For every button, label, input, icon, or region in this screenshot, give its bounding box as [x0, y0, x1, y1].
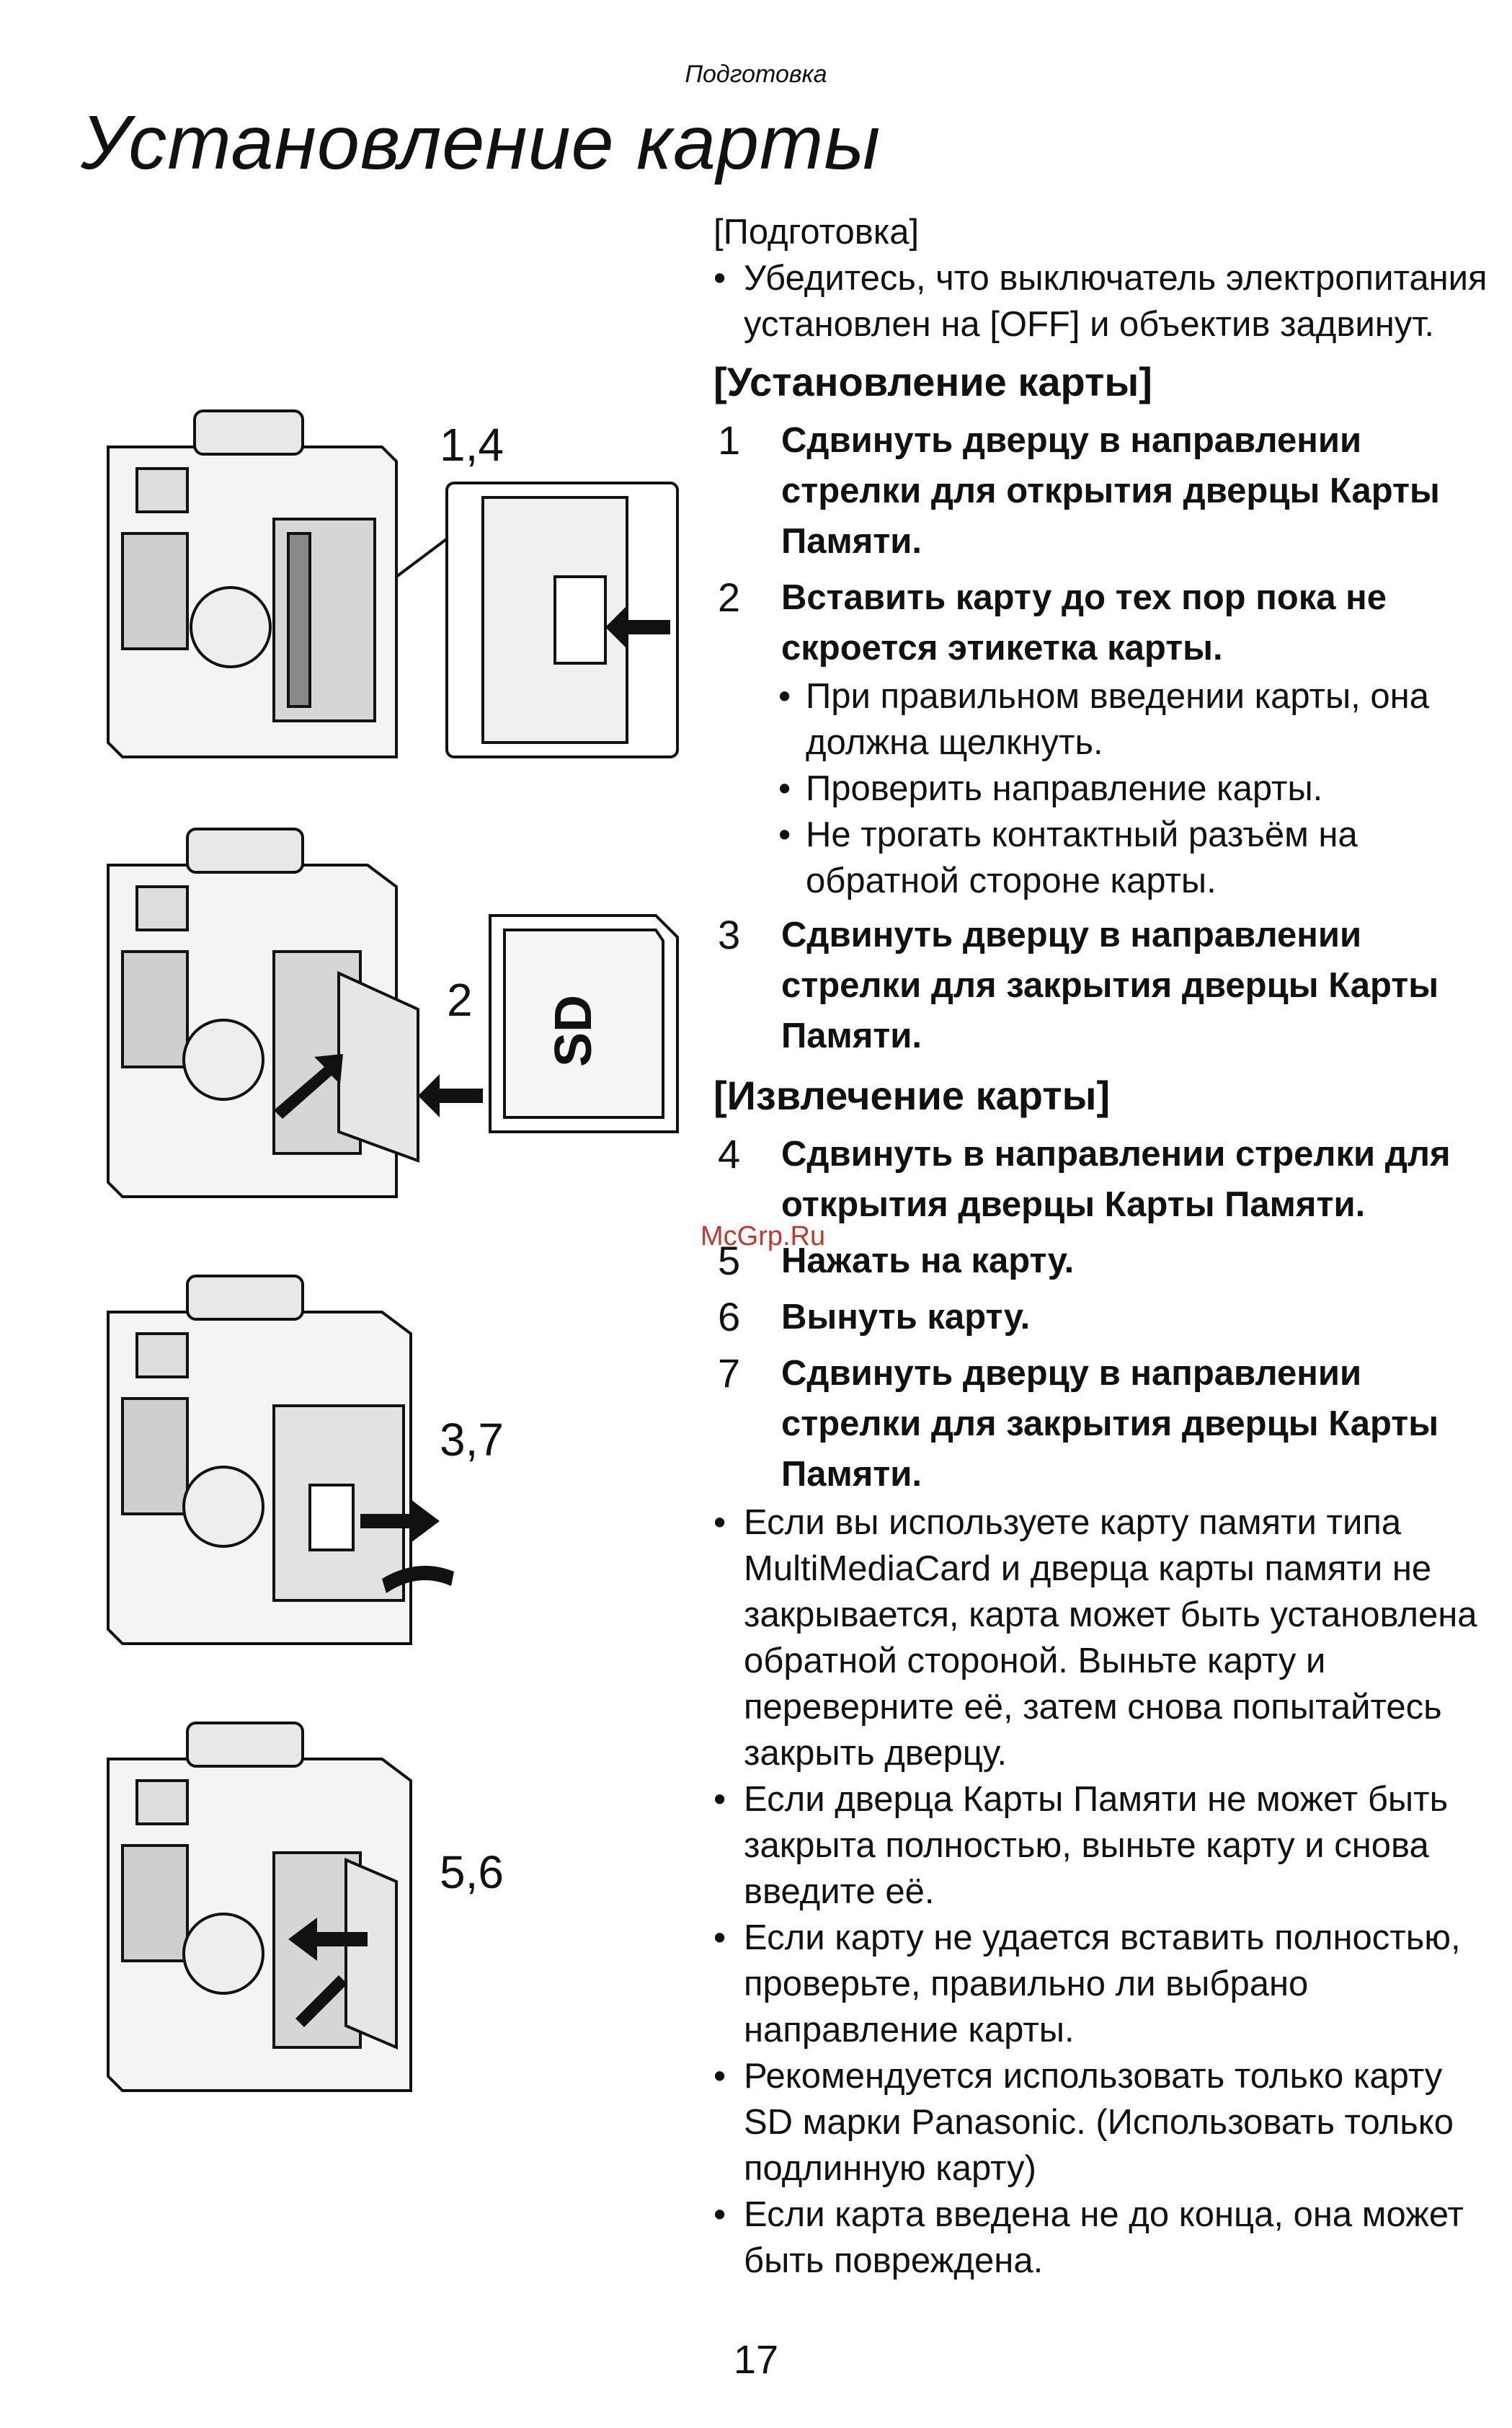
- step-number: 2: [718, 575, 741, 620]
- step-number: 6: [718, 1294, 741, 1339]
- camera-close-door-illustration: [107, 1275, 454, 1645]
- step-text: Нажать на карту.: [781, 1241, 1075, 1280]
- step-number: 1: [718, 417, 741, 463]
- step-note: При правильном введении карты, она должн…: [713, 673, 1492, 766]
- step-note: Не трогать контактный разъём на обратной…: [713, 812, 1492, 904]
- running-header: Подготовка: [685, 61, 827, 88]
- remove-heading: [Извлечение карты]: [713, 1073, 1111, 1118]
- step-number: 3: [718, 912, 741, 957]
- remove-step: 5 Нажать на карту.: [713, 1236, 1492, 1286]
- step-number: 7: [718, 1350, 741, 1396]
- step-text: Вставить карту до тех пор пока не скроет…: [781, 578, 1387, 668]
- camera-remove-card-illustration: [107, 1722, 412, 2092]
- prep-bullet: Убедитесь, что выключатель электропитани…: [713, 255, 1492, 347]
- install-step: 1 Сдвинуть дверцу в направлении стрелки …: [713, 415, 1492, 567]
- camera-open-door-illustration: [107, 409, 679, 758]
- figure-label-3-7: 3,7: [440, 1414, 504, 1466]
- instructions-column: [Подготовка] Убедитесь, что выключатель …: [713, 209, 1492, 2284]
- figure-label-2: 2: [447, 974, 473, 1026]
- sd-card-logo: SD: [545, 995, 602, 1067]
- watermark: McGrp.Ru: [701, 1221, 826, 1251]
- figure-remove-card: 5,6: [79, 1716, 699, 2119]
- note-item: Если карту не удается вставить полностью…: [713, 1915, 1492, 2053]
- step-text: Сдвинуть дверцу в направлении стрелки дл…: [781, 916, 1439, 1055]
- step-text: Сдвинуть дверцу в направлении стрелки дл…: [781, 421, 1440, 561]
- step-text: Сдвинуть дверцу в направлении стрелки дл…: [781, 1354, 1439, 1494]
- remove-step: 4 Сдвинуть в направлении стрелки для отк…: [713, 1129, 1492, 1230]
- step-number: 5: [718, 1238, 741, 1283]
- page-title: Установление карты: [81, 100, 881, 185]
- note-item: Если вы используете карту памяти типа Mu…: [713, 1499, 1492, 1776]
- figure-open-door: 1,4: [79, 389, 699, 793]
- install-heading: [Установление карты]: [713, 359, 1152, 404]
- step-note: Проверить направление карты.: [713, 766, 1492, 812]
- note-item: Если дверца Карты Памяти не может быть з…: [713, 1776, 1492, 1915]
- figure-insert-card: SD 2: [79, 822, 699, 1226]
- camera-insert-card-illustration: SD: [107, 828, 679, 1198]
- remove-step: 7 Сдвинуть дверцу в направлении стрелки …: [713, 1348, 1492, 1499]
- page-number: 17: [733, 2336, 779, 2382]
- prep-heading: [Подготовка]: [713, 213, 920, 252]
- figure-label-5-6: 5,6: [440, 1846, 504, 1898]
- step-number: 4: [718, 1131, 741, 1177]
- remove-step: 6 Вынуть карту.: [713, 1292, 1492, 1342]
- install-step: 3 Сдвинуть дверцу в направлении стрелки …: [713, 910, 1492, 1061]
- step-text: Вынуть карту.: [781, 1298, 1031, 1337]
- note-item: Рекомендуется использовать только карту …: [713, 2053, 1492, 2192]
- figure-label-1-4: 1,4: [440, 419, 504, 471]
- step-text: Сдвинуть в направлении стрелки для откры…: [781, 1135, 1451, 1224]
- figure-close-door: 3,7: [79, 1269, 699, 1672]
- note-item: Если карта введена не до конца, она може…: [713, 2192, 1492, 2284]
- install-step: 2 Вставить карту до тех пор пока не скро…: [713, 572, 1492, 673]
